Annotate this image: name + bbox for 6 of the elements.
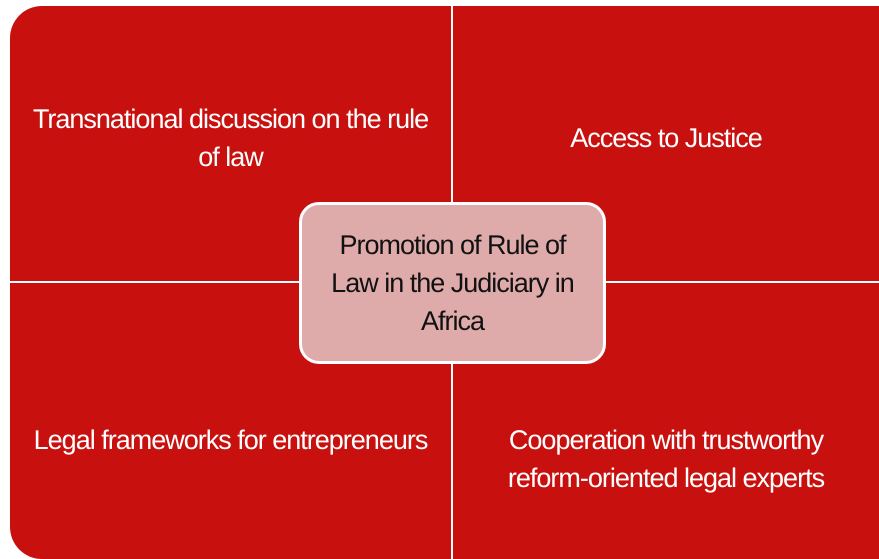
quadrant-label: Access to Justice — [569, 122, 763, 155]
center-box — [299, 202, 606, 364]
quadrant-label: Legal frameworks for entrepreneurs — [32, 424, 428, 457]
center-label: Promotion of Rule of Law in the Judiciary in Africa — [330, 229, 575, 338]
quadrant-label: Transnational discussion on the rule of law — [32, 103, 430, 174]
quadrant-label: Cooperation with trustworthy reform-oriented legal experts — [506, 424, 826, 495]
